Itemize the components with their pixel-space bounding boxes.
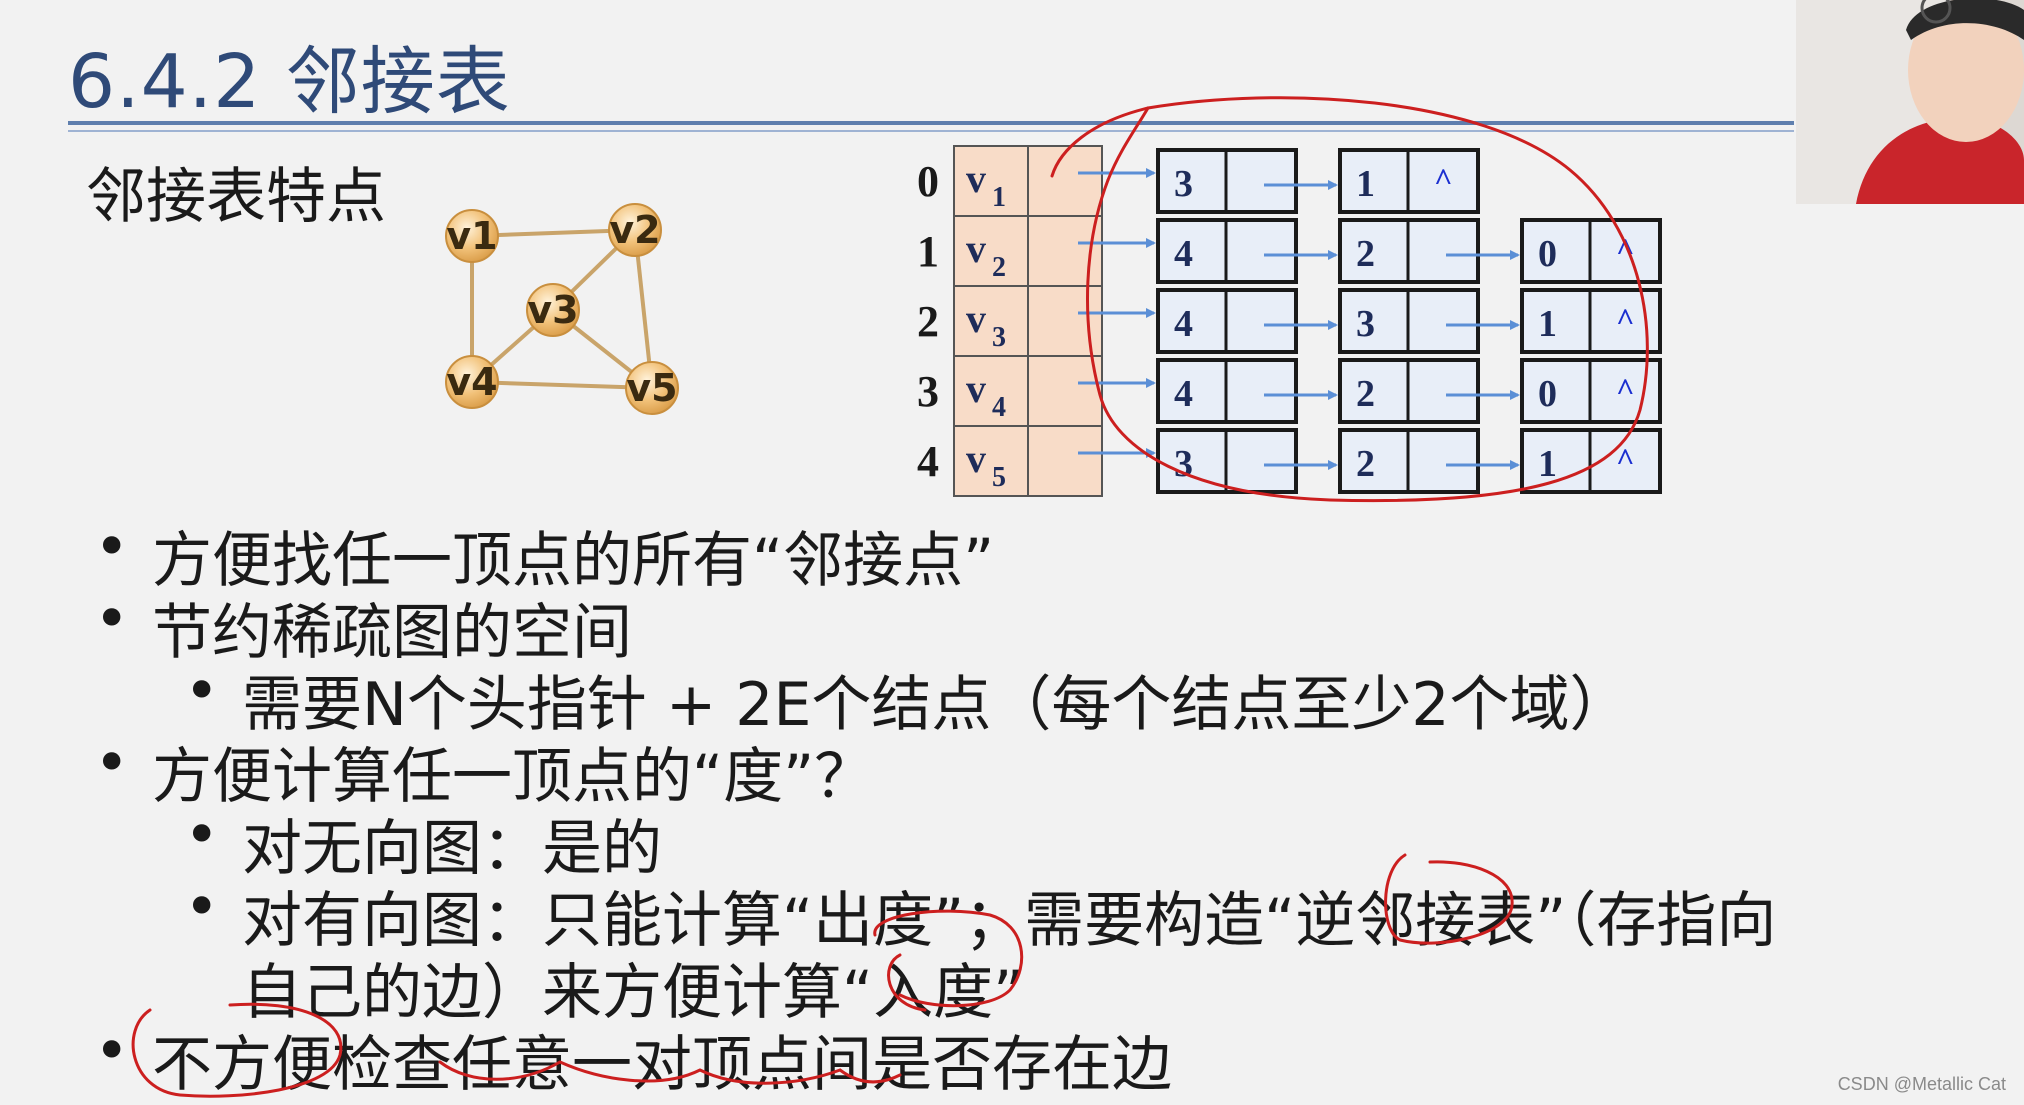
presenter-webcam — [1796, 0, 2024, 204]
list-item: • 对无向图：是的 — [184, 800, 662, 887]
list-item: • 方便计算任一顶点的“度”？ — [94, 728, 875, 815]
bullet-text: 需要N个头指针 + 2E个结点（每个结点至少2个域） — [242, 670, 1630, 740]
title-divider-secondary — [68, 130, 1794, 132]
vertex-subscript: 5 — [992, 462, 1006, 493]
vertex-label: v — [966, 296, 986, 341]
vertex-label: v — [966, 436, 986, 481]
slide-title: 6.4.2 邻接表 — [68, 39, 511, 125]
vertex-index: 2 — [917, 297, 939, 346]
graph-node: v3 — [526, 283, 580, 337]
watermark: CSDN @Metallic Cat — [1837, 1074, 2006, 1094]
vertex-subscript: 4 — [992, 392, 1006, 423]
bullet-text: 对无向图：是的 — [242, 814, 662, 884]
bullet-text: 节约稀疏图的空间 — [152, 598, 632, 668]
bullet-text: 不方便检查任意一对顶点间是否存在边 — [152, 1030, 1172, 1100]
vertex-index: 3 — [917, 367, 939, 416]
bullet-icon: • — [184, 656, 220, 726]
graph-node-label: v4 — [446, 360, 497, 404]
title-divider — [68, 121, 1794, 125]
vertex-subscript: 3 — [992, 322, 1006, 353]
bullet-text: 方便找任一顶点的所有“邻接点” — [152, 526, 995, 596]
list-item: • 需要N个头指针 + 2E个结点（每个结点至少2个域） — [184, 656, 1630, 743]
graph-node: v5 — [625, 361, 679, 415]
list-item: • 不方便检查任意一对顶点间是否存在边 — [94, 1016, 1172, 1103]
graph-edge — [471, 228, 636, 238]
vertex-cell — [953, 425, 1029, 497]
graph-node-label: v2 — [609, 208, 660, 252]
graph-node-label: v1 — [446, 214, 497, 258]
graph-node-label: v5 — [626, 366, 677, 410]
vertex-cell — [953, 285, 1029, 357]
section-subtitle: 邻接表特点 — [86, 162, 386, 232]
graph-node-label: v3 — [527, 288, 578, 332]
vertex-label: v — [966, 226, 986, 271]
vertex-label: v — [966, 156, 986, 201]
graph-edge — [471, 380, 653, 390]
vertex-index: 0 — [917, 157, 939, 206]
vertex-label: v — [966, 366, 986, 411]
graph-node: v1 — [445, 209, 499, 263]
bullet-icon: • — [94, 584, 130, 654]
bullet-icon: • — [184, 872, 220, 942]
example-graph: v1 v2 v3 v4 v5 — [445, 203, 679, 415]
graph-node: v2 — [608, 203, 662, 257]
bullet-icon: • — [94, 1016, 130, 1086]
graph-node: v4 — [445, 355, 499, 409]
vertex-index: 4 — [917, 437, 939, 486]
bullet-text: 方便计算任一顶点的“度”？ — [152, 742, 875, 812]
list-item: • 节约稀疏图的空间 — [94, 584, 632, 671]
vertex-subscript: 1 — [992, 182, 1006, 213]
list-item: • 方便找任一顶点的所有“邻接点” — [94, 512, 995, 599]
vertex-subscript: 2 — [992, 252, 1006, 283]
vertex-index: 1 — [917, 227, 939, 276]
bullet-icon: • — [94, 728, 130, 798]
bullet-icon: • — [94, 512, 130, 582]
bullet-icon: • — [184, 800, 220, 870]
